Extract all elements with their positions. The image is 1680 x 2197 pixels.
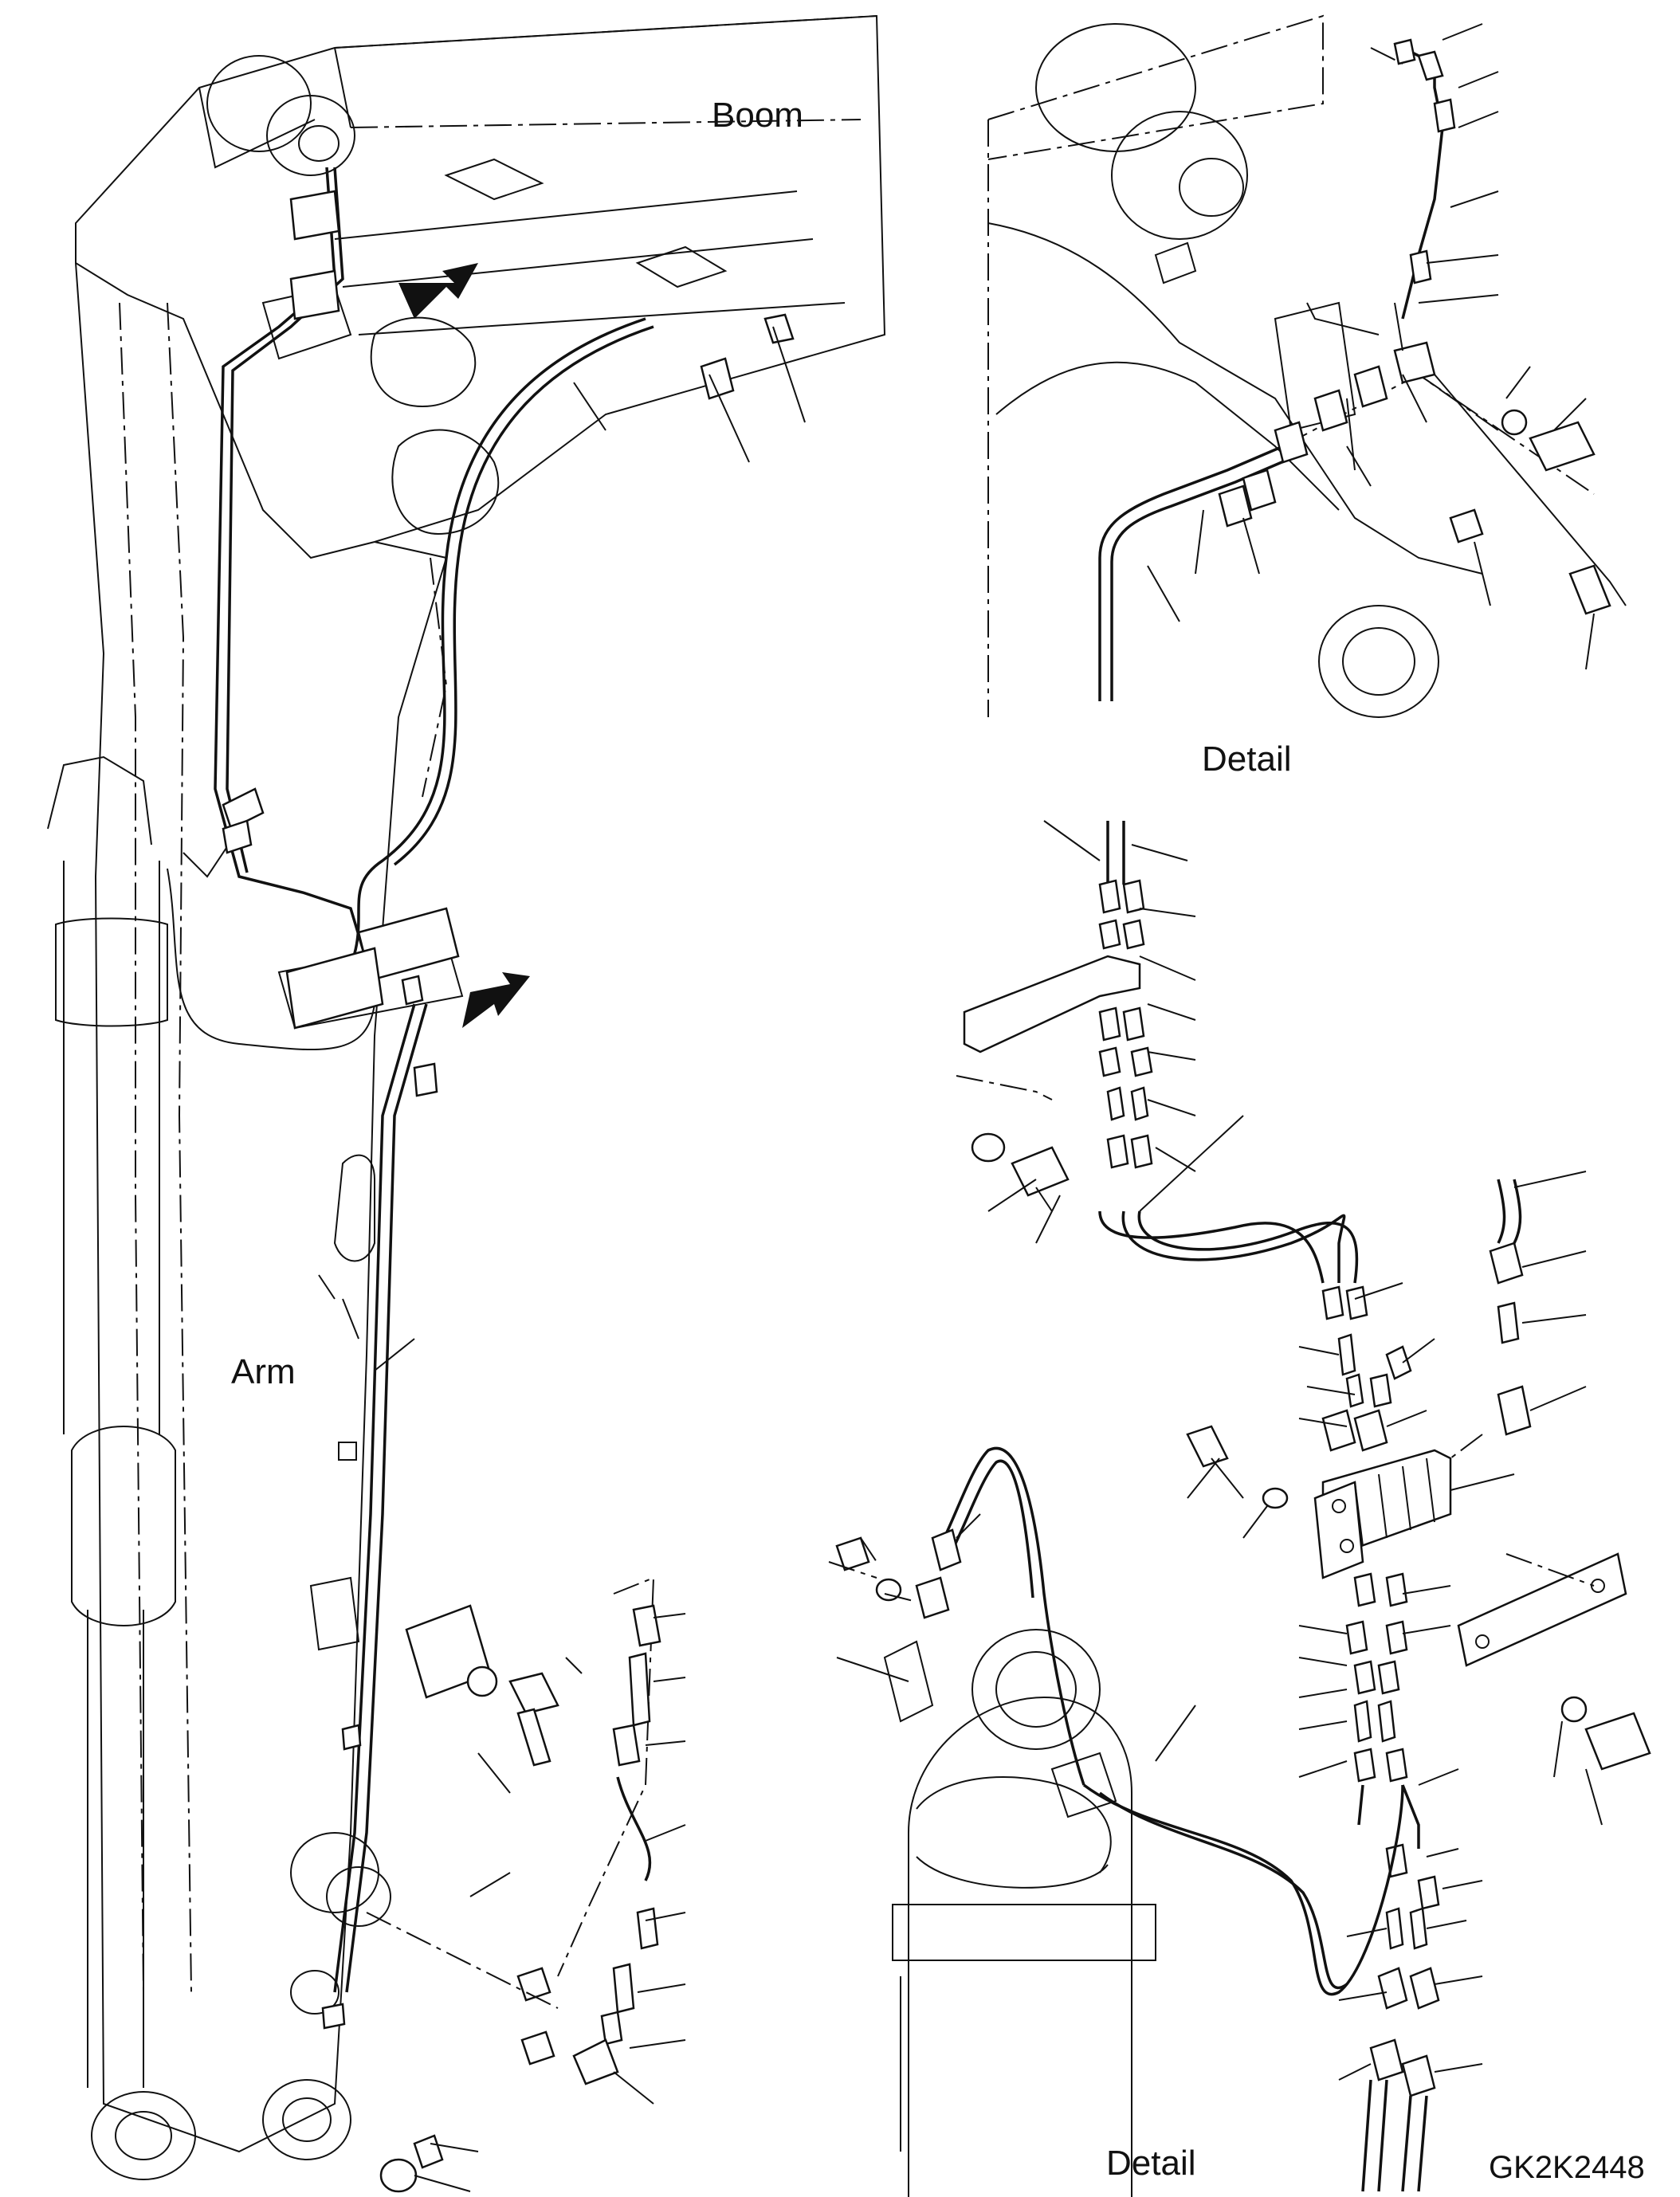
boom-structure xyxy=(75,14,886,798)
arm-structure xyxy=(47,262,464,2180)
fittings-main xyxy=(222,190,795,2030)
boom-label: Boom xyxy=(712,96,803,135)
hydraulic-lines-main xyxy=(167,167,654,1993)
detail-bottom-label: Detail xyxy=(1106,2144,1196,2183)
detail-bottom-arm xyxy=(828,820,1651,2197)
arrow-pointer-icon xyxy=(398,263,530,1028)
arm-label: Arm xyxy=(231,1352,296,1391)
drawing-code: GK2K2448 xyxy=(1489,2150,1645,2185)
detail-top-boom-foot xyxy=(987,14,1627,718)
leader-lines-main xyxy=(318,326,806,2192)
exploded-parts-main xyxy=(366,1576,661,2193)
detail-top-label: Detail xyxy=(1202,740,1292,779)
